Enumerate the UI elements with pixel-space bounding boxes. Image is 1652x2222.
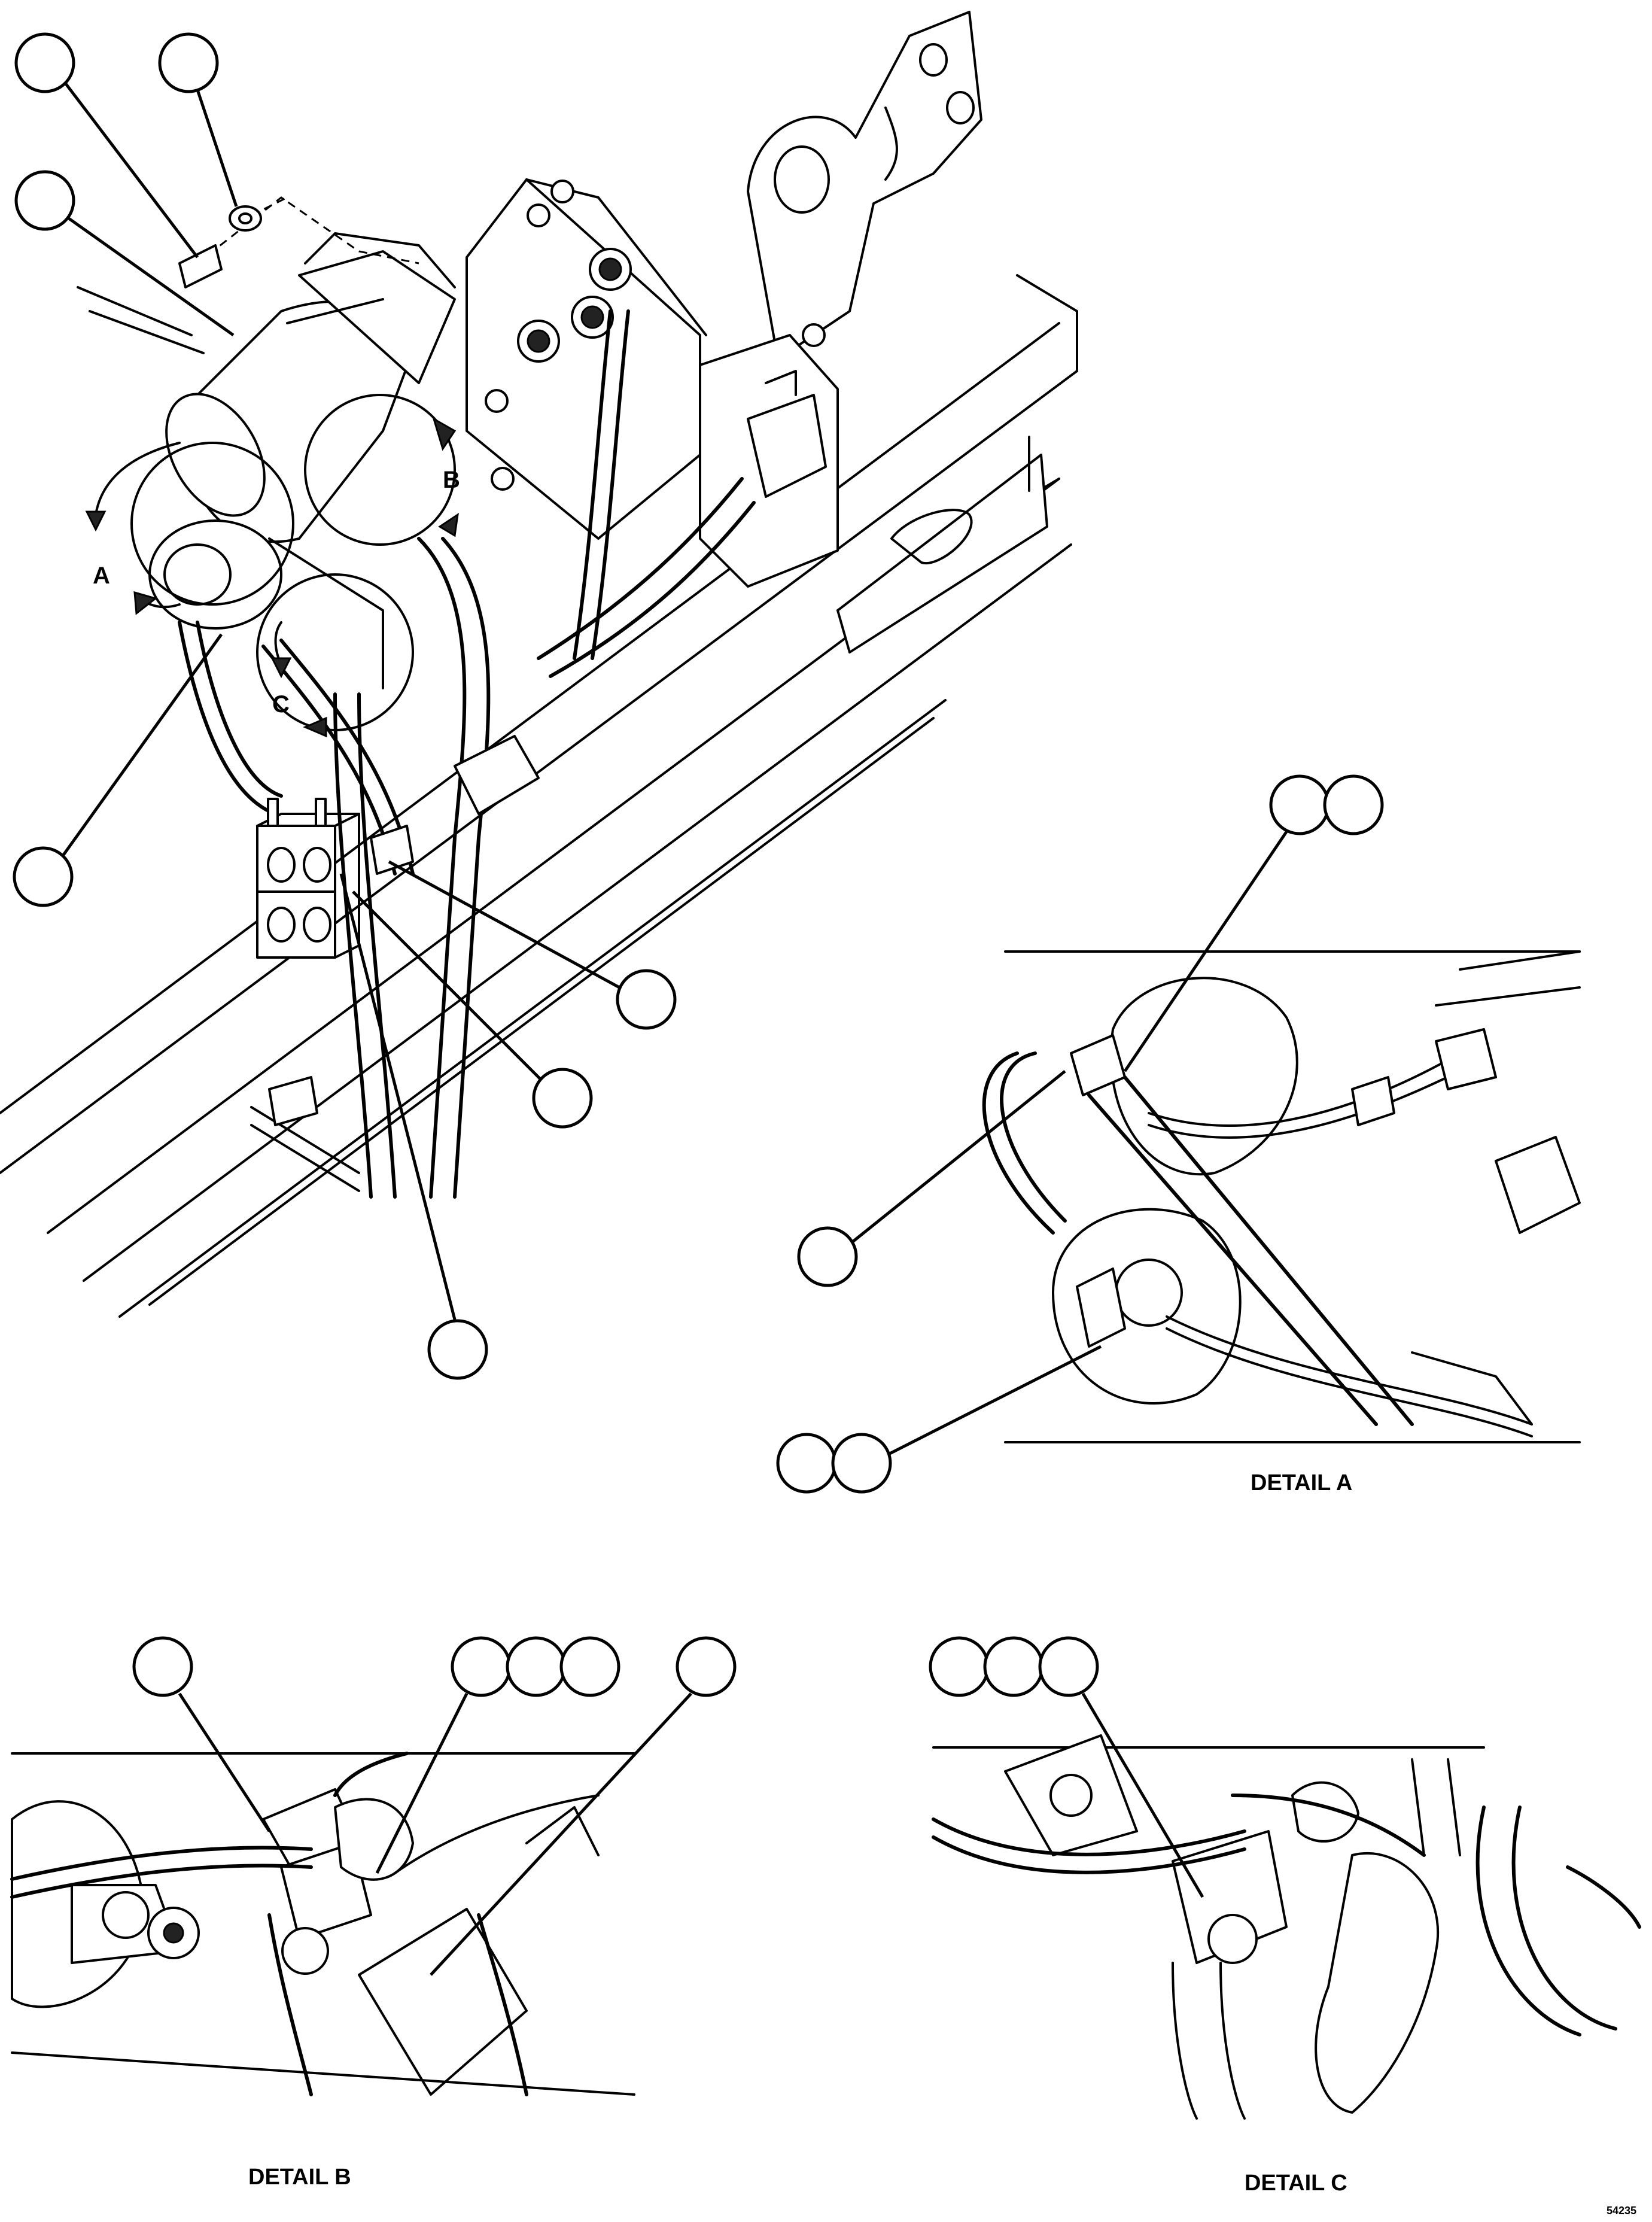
washer — [229, 205, 262, 232]
starter-motor — [165, 232, 456, 543]
callout-balloon — [14, 170, 235, 337]
view-circle-a: A — [85, 442, 294, 615]
callout-balloon — [132, 1636, 271, 1832]
cable-harness — [178, 309, 756, 1199]
detail-c: DETAIL C — [929, 1636, 1641, 2196]
hardware-alignment-line — [197, 196, 419, 265]
solenoid — [148, 519, 384, 689]
detail-a: DETAIL A — [776, 774, 1581, 1495]
detail-b: DETAIL B — [10, 1636, 737, 2190]
view-circle-c: C — [256, 573, 414, 738]
view-circle-b: B — [304, 394, 460, 546]
frame-rail — [0, 274, 1078, 1318]
callout-balloon — [352, 890, 593, 1129]
detail-a-title: DETAIL A — [1251, 1470, 1352, 1495]
main-assembly-view: A B C — [0, 11, 1078, 1380]
callout-balloon — [388, 860, 677, 1030]
view-label-c: C — [272, 691, 290, 718]
view-label-a: A — [93, 563, 110, 589]
figure-code: 54235 — [1607, 2205, 1636, 2217]
lifting-lug — [747, 11, 982, 360]
callout-balloon — [776, 1345, 1102, 1494]
callout-balloon — [158, 32, 238, 207]
bolt — [178, 244, 223, 288]
callout-balloon — [14, 32, 199, 259]
view-label-b: B — [443, 467, 460, 493]
callout-balloon — [929, 1636, 1204, 1898]
detail-c-title: DETAIL C — [1245, 2171, 1347, 2196]
callout-balloon — [1123, 774, 1384, 1072]
mounting-bracket — [836, 436, 1048, 653]
callout-balloon — [375, 1636, 620, 1874]
junction-box — [699, 323, 839, 588]
callout-balloon — [430, 1636, 737, 1976]
callout-balloon — [797, 1070, 1066, 1287]
p-clip — [268, 735, 540, 1126]
connector-panel — [466, 178, 707, 540]
detail-b-title: DETAIL B — [248, 2165, 351, 2190]
callout-balloon — [339, 873, 488, 1380]
cable-clamp — [256, 798, 360, 959]
callout-balloon — [13, 633, 223, 907]
